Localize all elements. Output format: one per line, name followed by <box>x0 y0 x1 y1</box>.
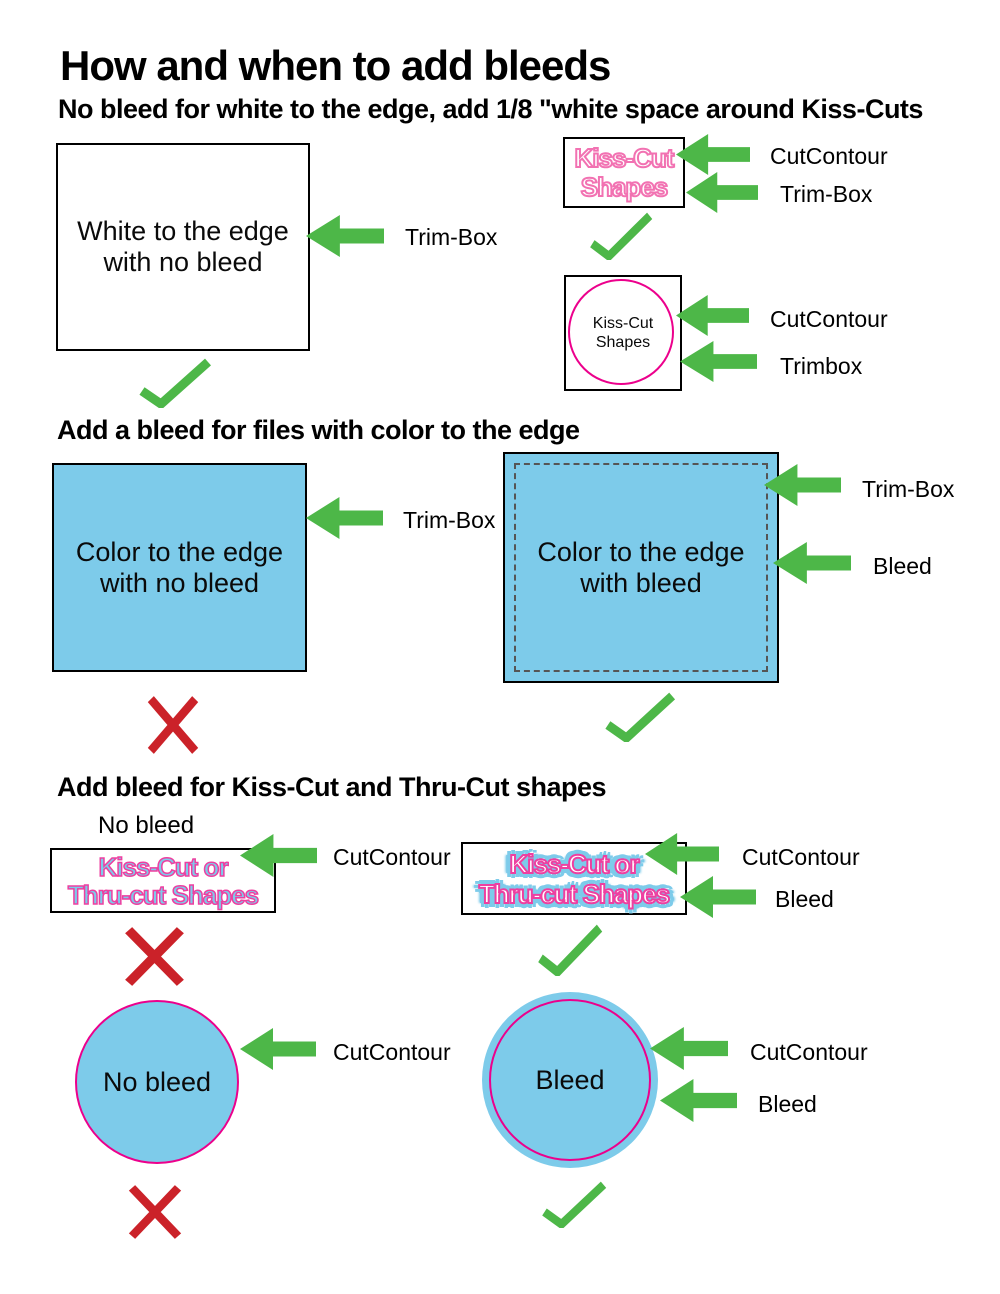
cutcontour-label: CutContour <box>770 143 888 169</box>
cutcontour-circle <box>568 279 674 385</box>
arrow-left-icon <box>773 542 851 584</box>
arrow-left-icon <box>306 215 384 257</box>
cutcontour-label: CutContour <box>742 844 860 870</box>
checkmark-icon <box>536 924 604 976</box>
kiss-cut-text-box: Kiss-Cut Shapes <box>563 137 685 208</box>
arrow-left-icon <box>680 876 756 918</box>
kiss-cut-text-line1: Kiss-Cut <box>574 142 676 173</box>
no-bleed-circle: No bleed <box>75 1000 239 1164</box>
cross-icon <box>127 1184 183 1240</box>
color-bleed-text-line1: Color to the edge <box>537 536 745 567</box>
trim-box-dashed-outline <box>514 463 768 672</box>
no-bleed-caption: No bleed <box>98 812 195 839</box>
arrow-left-icon <box>240 834 317 877</box>
cutcontour-label: CutContour <box>770 306 888 332</box>
checkmark-icon <box>588 212 654 260</box>
kiss-cut-text-line2: Shapes <box>580 171 669 202</box>
page-title: How and when to add bleeds <box>60 42 611 89</box>
kisscut-thrucut-text-line1: Kiss-Cut or <box>98 851 230 882</box>
trimbox-label: Trimbox <box>780 353 863 379</box>
arrow-left-icon <box>764 464 841 506</box>
kiss-cut-circle-box: Kiss-Cut Shapes <box>564 275 682 391</box>
arrow-left-icon <box>680 341 757 382</box>
arrow-left-icon <box>306 497 383 539</box>
no-bleed-circle-label: No bleed <box>102 1066 212 1097</box>
section3-heading: Add bleed for Kiss-Cut and Thru-Cut shap… <box>57 772 607 802</box>
bleed-label: Bleed <box>758 1091 817 1117</box>
trim-box-label: Trim-Box <box>403 507 496 533</box>
cutcontour-label: CutContour <box>750 1039 868 1065</box>
arrow-left-icon <box>645 833 719 875</box>
arrow-left-icon <box>240 1028 316 1070</box>
kisscut-thrucut-bleed-box: Kiss-Cut or Thru-cut Shapes <box>461 842 687 915</box>
bleed-label: Bleed <box>775 886 834 912</box>
cross-icon <box>123 926 186 987</box>
kisscut-thrucut-no-bleed-box: Kiss-Cut or Thru-cut Shapes <box>50 848 276 913</box>
checkmark-icon <box>603 692 677 742</box>
color-no-bleed-box: Color to the edge with no bleed <box>52 463 307 672</box>
trim-box-label: Trim-Box <box>405 224 498 250</box>
checkmark-icon <box>137 358 213 408</box>
color-no-bleed-text-line1: Color to the edge <box>75 536 284 567</box>
cutcontour-label: CutContour <box>333 844 451 870</box>
checkmark-icon <box>540 1181 608 1228</box>
cutcontour-label: CutContour <box>333 1039 451 1065</box>
kisscut-thrucut-bleed-text-line2: Thru-cut Shapes <box>478 878 671 910</box>
kiss-cut-circle-text-line2: Shapes <box>595 334 651 351</box>
white-box-text-line1: White to the edge <box>77 216 289 246</box>
bleed-label: Bleed <box>873 553 932 579</box>
cutcontour-ring <box>489 999 651 1161</box>
arrow-left-icon <box>660 1079 737 1122</box>
page-subtitle: No bleed for white to the edge, add 1/8 … <box>58 94 923 124</box>
white-box-text-line2: with no bleed <box>103 247 263 277</box>
trim-box-label: Trim-Box <box>862 476 955 502</box>
arrow-left-icon <box>676 134 750 175</box>
arrow-left-icon <box>650 1027 728 1070</box>
color-bleed-text-line2: with bleed <box>580 567 702 598</box>
cross-icon <box>146 695 200 755</box>
arrow-left-icon <box>686 172 758 213</box>
color-no-bleed-text-line2: with no bleed <box>99 567 260 598</box>
kisscut-thrucut-bleed-text-line1: Kiss-Cut or <box>508 848 640 880</box>
kisscut-thrucut-text-line2: Thru-cut Shapes <box>67 879 260 910</box>
bleed-circle: Bleed <box>482 992 658 1168</box>
section2-heading: Add a bleed for files with color to the … <box>57 415 580 445</box>
kiss-cut-circle-text-line1: Kiss-Cut <box>592 315 654 332</box>
white-no-bleed-box: White to the edge with no bleed <box>56 143 310 351</box>
bleed-circle-label: Bleed <box>535 1064 605 1095</box>
arrow-left-icon <box>676 295 749 336</box>
trim-box-label: Trim-Box <box>780 181 873 207</box>
color-bleed-box: Color to the edge with bleed <box>503 452 779 683</box>
